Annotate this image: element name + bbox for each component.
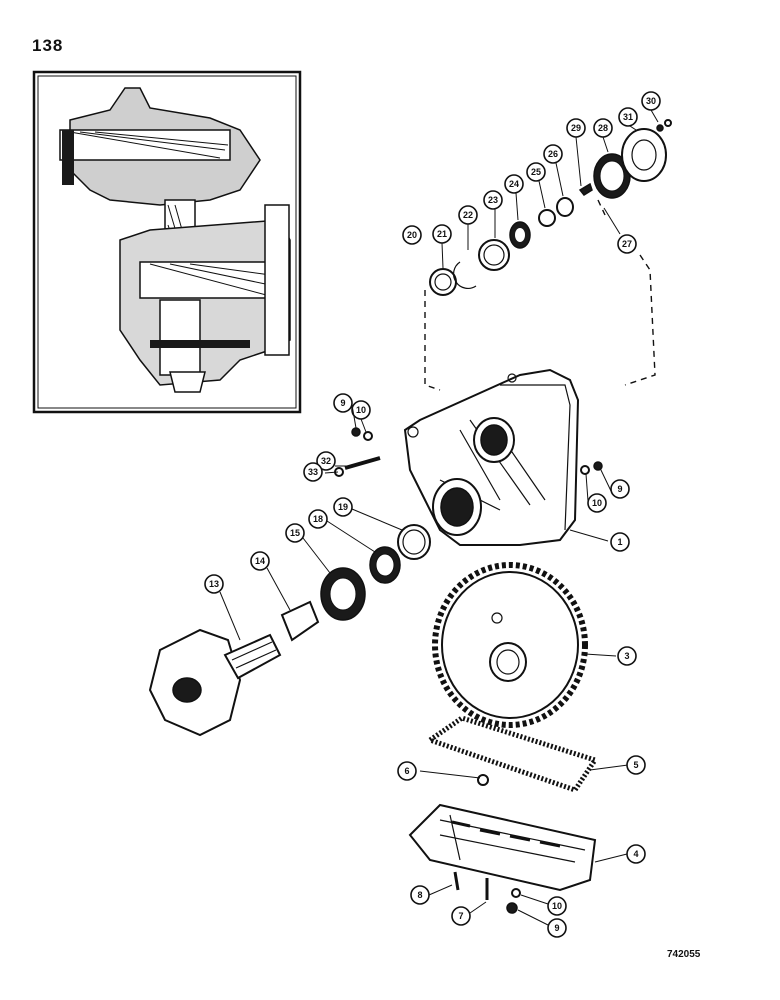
svg-text:31: 31	[623, 112, 633, 122]
callout-23: 23	[483, 190, 503, 210]
svg-text:3: 3	[624, 651, 629, 661]
callout-25: 25	[526, 162, 546, 182]
callout-7: 7	[451, 906, 471, 926]
svg-text:30: 30	[646, 96, 656, 106]
callout-30: 30	[641, 91, 661, 111]
svg-text:33: 33	[308, 467, 318, 477]
callout-15: 15	[285, 523, 305, 543]
svg-text:6: 6	[404, 766, 409, 776]
svg-text:7: 7	[458, 911, 463, 921]
callout-24: 24	[504, 174, 524, 194]
callout-13: 13	[204, 574, 224, 594]
callout-6: 6	[397, 761, 417, 781]
figure-code: 742055	[667, 949, 701, 960]
svg-text:28: 28	[598, 123, 608, 133]
callout-33: 33	[303, 462, 323, 482]
callout-31: 31	[618, 107, 638, 127]
svg-text:27: 27	[622, 239, 632, 249]
callout-4: 4	[626, 844, 646, 864]
svg-text:19: 19	[338, 502, 348, 512]
page-number: 138	[32, 36, 64, 55]
svg-text:10: 10	[592, 498, 602, 508]
callout-9-right: 9	[610, 479, 630, 499]
svg-text:5: 5	[633, 760, 638, 770]
svg-text:18: 18	[313, 514, 323, 524]
svg-text:9: 9	[340, 398, 345, 408]
callout-26: 26	[543, 144, 563, 164]
callout-10-bottom: 10	[547, 896, 567, 916]
callout-5: 5	[626, 755, 646, 775]
callout-20: 20	[402, 225, 422, 245]
svg-text:26: 26	[548, 149, 558, 159]
svg-text:1: 1	[617, 537, 622, 547]
svg-text:13: 13	[209, 579, 219, 589]
svg-text:14: 14	[255, 556, 265, 566]
callout-9: 9	[333, 393, 353, 413]
callout-1: 1	[610, 532, 630, 552]
svg-text:25: 25	[531, 167, 541, 177]
gasket	[424, 715, 599, 793]
svg-text:20: 20	[407, 230, 417, 240]
callout-18: 18	[308, 509, 328, 529]
shaft-assembly	[148, 524, 431, 737]
callout-21: 21	[432, 224, 452, 244]
callout-22: 22	[458, 205, 478, 225]
callout-9-bottom: 9	[547, 918, 567, 938]
callout-10: 10	[351, 400, 371, 420]
callout-19: 19	[333, 497, 353, 517]
callout-32: 32	[316, 451, 336, 471]
svg-text:9: 9	[554, 923, 559, 933]
svg-text:4: 4	[633, 849, 638, 859]
bearing-cap-group	[424, 119, 672, 391]
svg-text:15: 15	[290, 528, 300, 538]
callout-3: 3	[617, 646, 637, 666]
svg-text:10: 10	[552, 901, 562, 911]
svg-text:29: 29	[571, 123, 581, 133]
callout-27: 27	[617, 234, 637, 254]
callout-29: 29	[566, 118, 586, 138]
oil-pan	[408, 803, 597, 914]
svg-text:8: 8	[417, 890, 422, 900]
callout-8: 8	[410, 885, 430, 905]
callout-14: 14	[250, 551, 270, 571]
leader-lines	[324, 109, 659, 863]
svg-text:32: 32	[321, 456, 331, 466]
callout-28: 28	[593, 118, 613, 138]
svg-text:22: 22	[463, 210, 473, 220]
svg-text:10: 10	[356, 405, 366, 415]
cutaway-inset	[32, 70, 302, 414]
gear	[432, 562, 588, 728]
svg-text:9: 9	[617, 484, 622, 494]
svg-text:23: 23	[488, 195, 498, 205]
callout-10-right: 10	[587, 493, 607, 513]
main-housing	[403, 368, 580, 546]
svg-text:24: 24	[509, 179, 519, 189]
svg-text:21: 21	[437, 229, 447, 239]
